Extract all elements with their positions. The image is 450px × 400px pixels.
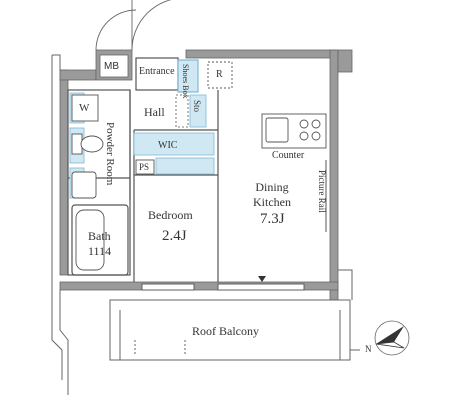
entrance-label: Entrance <box>139 66 175 77</box>
north-compass-icon <box>374 320 410 356</box>
shoes-box-label: Shoes Box <box>181 64 190 99</box>
mb-label: MB <box>104 61 119 72</box>
toilet <box>71 133 104 155</box>
kitchen-counter <box>261 113 327 149</box>
windows <box>141 283 305 291</box>
washer <box>71 94 99 122</box>
refrigerator-label: R <box>216 69 223 80</box>
bath-label: Bath <box>88 229 111 243</box>
left-exterior-notch <box>51 54 69 395</box>
north-label: N <box>365 344 372 354</box>
bathtub <box>75 209 105 271</box>
storage-dashed <box>136 94 214 176</box>
bedroom-label: Bedroom <box>148 208 193 222</box>
entry-marker <box>258 276 266 282</box>
powder-room-label: Powder Room <box>104 122 116 186</box>
sink <box>71 171 97 199</box>
roof-balcony-label: Roof Balcony <box>192 324 259 338</box>
bedroom-size: 2.4J <box>162 228 187 244</box>
dining-kitchen-label: Dining Kitchen <box>253 180 291 209</box>
mb-box <box>99 54 129 78</box>
counter-label: Counter <box>272 150 305 161</box>
picture-rail-label: Picture Rail <box>317 170 327 213</box>
washer-label: W <box>79 102 90 114</box>
refrigerator-space <box>207 61 233 89</box>
wic-label: WIC <box>158 140 178 151</box>
ps-box <box>135 159 155 175</box>
entrance-door <box>95 0 172 51</box>
dining-kitchen-size: 7.3J <box>260 211 285 227</box>
right-exterior-notch <box>338 269 360 351</box>
bath-size: 1114 <box>88 244 112 258</box>
hall-label: Hall <box>144 105 165 119</box>
ps-label: PS <box>139 162 150 172</box>
storage-label: Sto <box>192 100 202 113</box>
